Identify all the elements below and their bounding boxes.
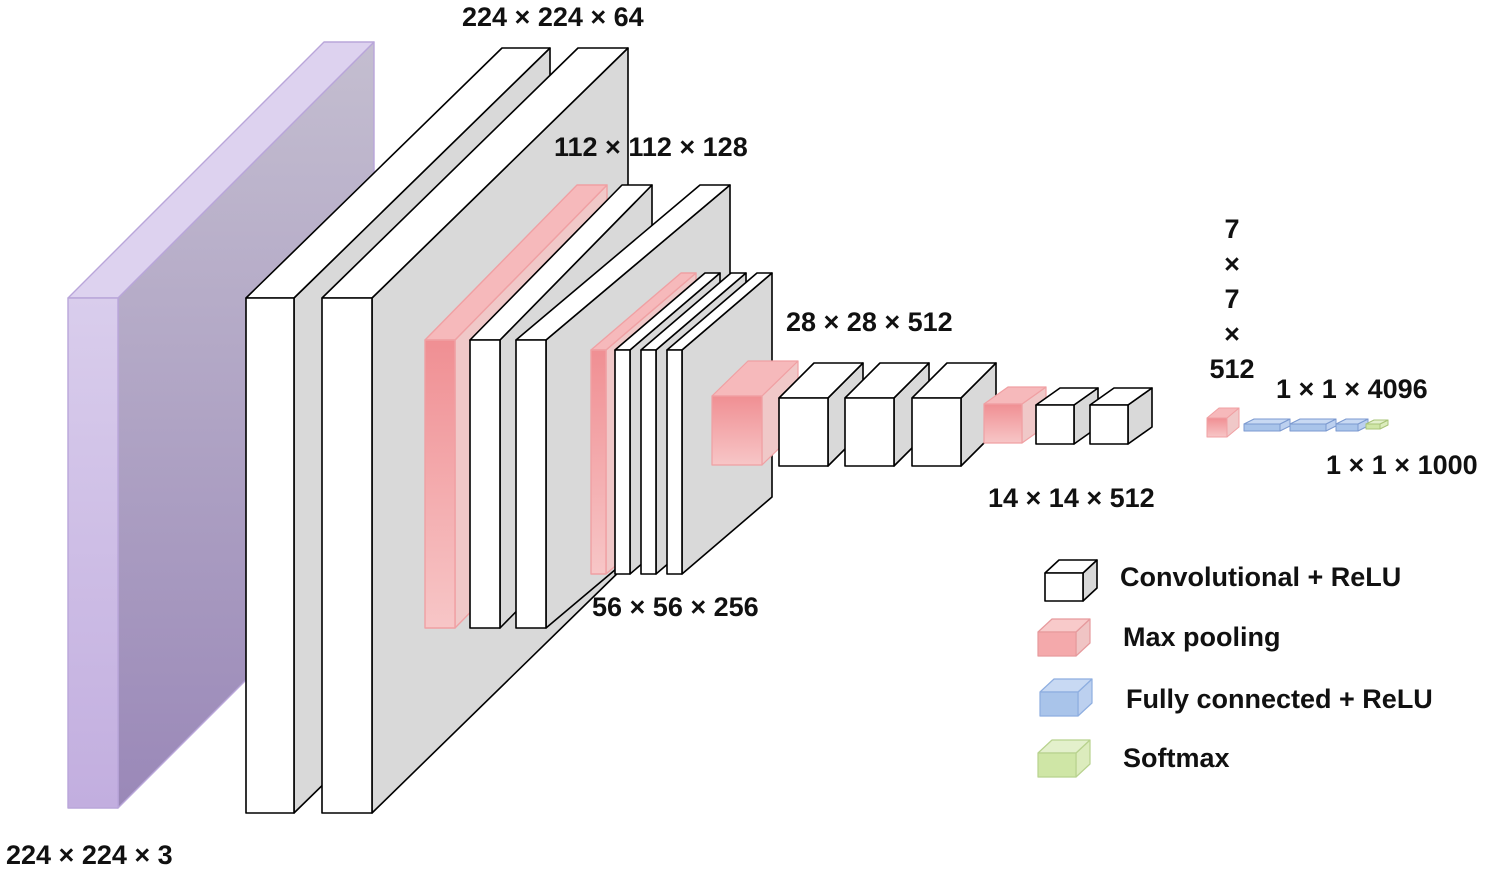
fc2-block: [1289, 418, 1337, 432]
block2-size-label: 112 × 112 × 128: [554, 132, 748, 162]
softmax-size-label: 1 × 1 × 1000: [1326, 450, 1478, 480]
pool5-times-1: ×: [1224, 249, 1240, 279]
pool4-block: [983, 386, 1047, 444]
input-size-label: 224 × 224 × 3: [6, 840, 173, 870]
block3-size-label: 56 × 56 × 256: [592, 592, 759, 622]
legend-label-conv: Convolutional + ReLU: [1120, 562, 1402, 592]
block5-size-label: 14 × 14 × 512: [988, 483, 1155, 513]
pool5-size-label: 7 × 7 × 512: [1202, 212, 1262, 387]
pool5-dim-3: 512: [1209, 354, 1255, 384]
conv4-3-block: [911, 362, 997, 467]
legend-icon-conv: [1044, 559, 1098, 602]
conv5-2-block: [1089, 387, 1153, 445]
legend-icon-softmax: [1037, 739, 1091, 778]
block1-size-label: 224 × 224 × 64: [462, 2, 644, 32]
legend-icon-pool: [1037, 618, 1091, 657]
legend-icon-fc: [1039, 678, 1093, 717]
softmax-block: [1365, 419, 1389, 430]
legend-label-fc: Fully connected + ReLU: [1126, 684, 1433, 714]
block4-size-label: 28 × 28 × 512: [786, 307, 953, 337]
pool5-times-2: ×: [1224, 319, 1240, 349]
pool5-dim-1: 7: [1224, 214, 1240, 244]
fc1-block: [1243, 418, 1291, 432]
legend-label-softmax: Softmax: [1123, 743, 1230, 773]
fc3-block: [1335, 418, 1369, 432]
pool5-dim-2: 7: [1224, 284, 1240, 314]
legend-label-pool: Max pooling: [1123, 622, 1281, 652]
fc-size-label: 1 × 1 × 4096: [1276, 374, 1428, 404]
pool5-block: [1206, 407, 1240, 438]
